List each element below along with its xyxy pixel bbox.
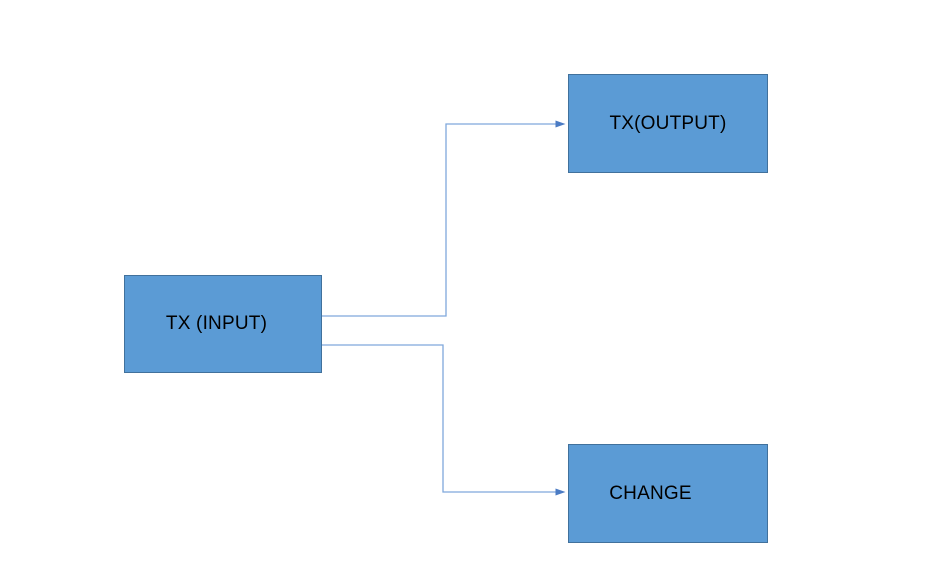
node-tx-output-label: TX(OUTPUT): [609, 112, 727, 134]
node-change: CHANGE: [568, 444, 768, 543]
node-tx-input: TX (INPUT): [124, 275, 322, 373]
node-tx-output: TX(OUTPUT): [568, 74, 768, 173]
node-tx-input-label: TX (INPUT): [165, 313, 268, 334]
connector-input-to-output: [322, 120, 566, 317]
connector-input-to-change: [322, 344, 566, 496]
node-change-label: CHANGE: [609, 482, 692, 504]
